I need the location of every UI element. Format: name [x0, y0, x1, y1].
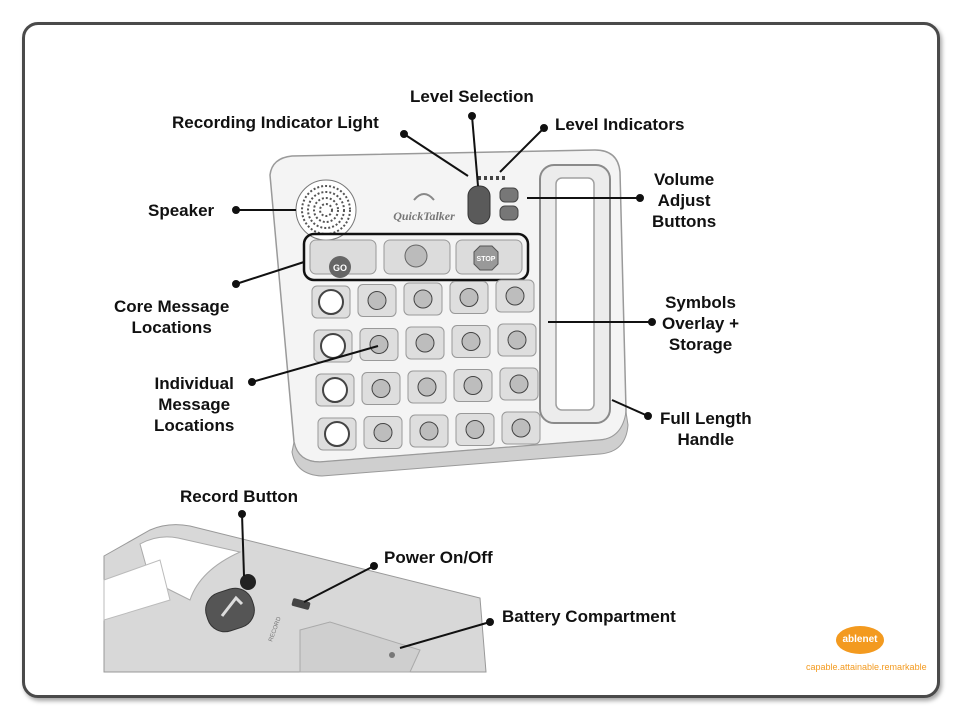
label-power-on-off: Power On/Off — [384, 548, 493, 567]
label-speaker: Speaker — [148, 201, 215, 220]
picture-symbol-icon — [507, 330, 527, 350]
ablenet-logo: ablenet — [836, 626, 884, 654]
label-battery-compartment: Battery Compartment — [502, 607, 676, 626]
label-level-indicators: Level Indicators — [555, 115, 685, 134]
picture-symbol-icon — [373, 423, 393, 442]
picture-symbol-icon — [463, 376, 483, 395]
volume-up-button — [499, 187, 519, 203]
label-full-length-handle: Full Length Handle — [660, 409, 752, 449]
face-symbol-icon — [322, 377, 348, 403]
stop-label: STOP — [477, 256, 496, 263]
picture-symbol-icon — [465, 420, 485, 439]
picture-symbol-icon — [461, 332, 481, 351]
label-volume-adjust-buttons: Volume Adjust Buttons — [652, 170, 717, 231]
face-symbol-icon — [318, 289, 344, 315]
label-recording-indicator-light: Recording Indicator Light — [172, 113, 379, 132]
picture-symbol-icon — [505, 286, 525, 306]
bottom-device-view: RECORD — [103, 524, 487, 673]
label-symbols-overlay-storage: Symbols Overlay + Storage — [662, 293, 740, 354]
device-brand: QuickTalker — [393, 209, 455, 223]
label-individual-message-locations: Individual Message Locations — [154, 374, 235, 435]
picture-symbol-icon — [415, 333, 435, 353]
speaker-grille — [295, 179, 357, 241]
ablenet-tagline: capable.attainable.remarkable — [806, 662, 927, 672]
picture-symbol-icon — [419, 421, 439, 441]
face-symbol-icon — [324, 421, 350, 447]
label-level-selection: Level Selection — [410, 87, 534, 106]
level-selection-switch — [467, 185, 491, 225]
label-record-button: Record Button — [180, 487, 299, 506]
picture-symbol-icon — [413, 289, 433, 309]
picture-symbol-icon — [459, 288, 479, 307]
picture-symbol-icon — [509, 374, 529, 394]
picture-symbol-icon — [371, 379, 391, 398]
label-core-message-locations: Core Message Locations — [114, 297, 230, 337]
core-message-group — [302, 232, 530, 282]
go-label: GO — [333, 263, 347, 273]
record-button — [205, 587, 255, 633]
picture-symbol-icon — [511, 418, 531, 438]
level-indicator-lights — [478, 176, 505, 180]
picture-symbol-icon — [367, 291, 387, 310]
face-symbol-icon — [320, 333, 346, 359]
picture-symbol-icon — [369, 335, 389, 354]
volume-down-button — [499, 205, 519, 221]
individual-message-grid — [311, 279, 541, 451]
callout-lines — [232, 112, 656, 649]
picture-symbol-icon — [417, 377, 437, 397]
